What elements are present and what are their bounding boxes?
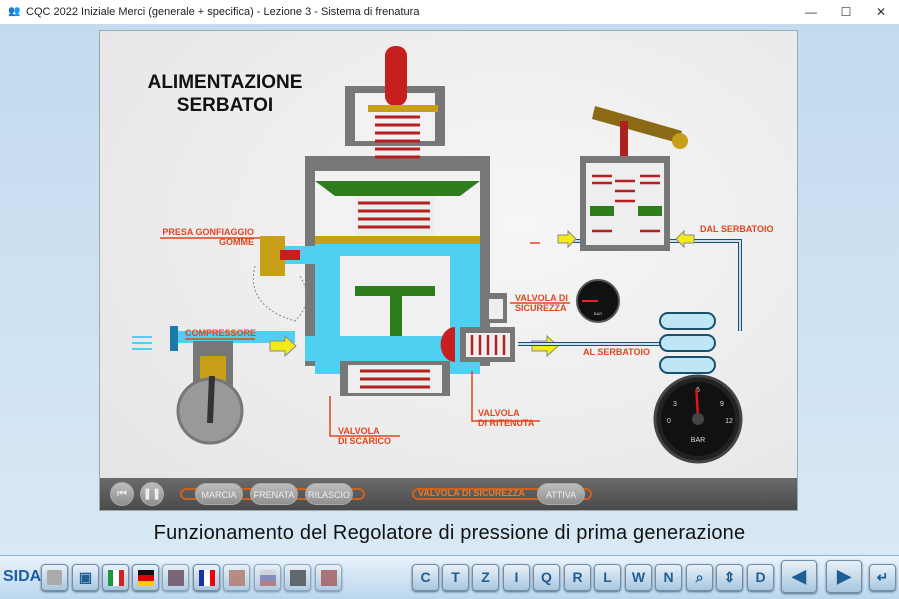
uk-flag-icon — [168, 570, 184, 586]
letter-q-button[interactable]: Q — [533, 564, 560, 591]
germany-flag-icon — [138, 570, 154, 586]
maximize-button[interactable]: ☐ — [840, 5, 852, 19]
label-line: SICUREZZA — [515, 303, 567, 313]
letter-l-button[interactable]: L — [594, 564, 621, 591]
letter-r-button[interactable]: R — [564, 564, 591, 591]
app-icon: 👥 — [8, 6, 21, 17]
heading-line-2: SERBATOI — [176, 95, 274, 116]
china-flag-icon — [321, 570, 337, 586]
regulator-body — [305, 46, 515, 396]
letter-t-button[interactable]: T — [442, 564, 469, 591]
language-german-button[interactable] — [132, 564, 159, 591]
reservoir-pressure-gauge: 0 3 6 9 12 BAR — [653, 374, 743, 464]
letter-i-button[interactable]: I — [503, 564, 530, 591]
label-line: GOMME — [219, 237, 254, 247]
previous-button[interactable]: ◀ — [781, 560, 817, 593]
letter-w-button[interactable]: W — [625, 564, 652, 591]
gauge-tick-label: 0 — [667, 418, 671, 425]
whiteboard-button[interactable] — [41, 564, 68, 591]
window-title: CQC 2022 Iniziale Merci (generale + spec… — [26, 6, 420, 18]
minimize-button[interactable]: — — [805, 5, 817, 19]
close-button[interactable]: ✕ — [875, 5, 887, 19]
language-chinese-button[interactable] — [315, 564, 342, 591]
main-area: ALIMENTAZIONE SERBATOI — [0, 24, 899, 555]
slide-heading: ALIMENTAZIONE SERBATOI — [140, 71, 310, 117]
gauge-tick-label: 9 — [720, 401, 724, 408]
tyre-inflation-valve — [252, 236, 315, 322]
rilascio-button[interactable]: RILASCIO — [305, 483, 353, 505]
air-reservoir — [659, 312, 716, 374]
video-lesson-button[interactable]: ▣ — [72, 564, 99, 591]
search-icon[interactable]: ⌕ — [686, 564, 713, 591]
italy-flag-icon — [108, 570, 124, 586]
russia-flag-icon — [260, 570, 276, 586]
arrow-icon — [557, 229, 577, 249]
compressor — [132, 326, 295, 445]
animation-controls: ⏮ ❚❚ MARCIA FRENATA RILASCIO VALVOLA DI … — [100, 478, 797, 510]
label-line: DI RITENUTA — [478, 418, 535, 428]
letter-c-button[interactable]: C — [412, 564, 439, 591]
spain-flag-icon — [229, 570, 245, 586]
language-arabic-button[interactable] — [284, 564, 311, 591]
gauge-tick-label: 3 — [673, 401, 677, 408]
label-line: PRESA GONFIAGGIO — [162, 227, 254, 237]
presenter-icon: ▣ — [78, 569, 93, 585]
label-line: VALVOLA DI — [515, 293, 568, 303]
pause-button[interactable]: ❚❚ — [140, 482, 164, 506]
exit-icon[interactable]: ↵ — [869, 564, 896, 591]
pressure-regulator-diagram: BAR 0 3 6 9 12 BAR — [132, 46, 743, 464]
bracket-decoration — [412, 488, 592, 500]
frenata-button[interactable]: FRENATA — [250, 483, 298, 505]
language-italian-button[interactable] — [102, 564, 129, 591]
title-bar: 👥 CQC 2022 Iniziale Merci (generale + sp… — [0, 0, 899, 24]
restart-button[interactable]: ⏮ — [110, 482, 134, 506]
safety-valve-gauge: BAR — [576, 279, 620, 323]
attiva-button[interactable]: ATTIVA — [537, 483, 585, 505]
brake-valve — [580, 106, 688, 251]
letter-n-button[interactable]: N — [655, 564, 682, 591]
gauge-tick-label: 6 — [696, 387, 700, 394]
language-russian-button[interactable] — [254, 564, 281, 591]
slide-caption: Funzionamento del Regolatore di pression… — [153, 522, 746, 544]
language-english-button[interactable] — [162, 564, 189, 591]
label-al-serbatoio: AL SERBATOIO — [583, 347, 651, 357]
gauge-tick-label: 12 — [725, 418, 733, 425]
label-line: VALVOLA — [338, 426, 380, 436]
bottom-toolbar: SIDA ▣ C T Z I Q R L W N ⌕ ⇕ D ◀ ▶ ↵ — [0, 555, 899, 599]
label-line: VALVOLA — [478, 408, 520, 418]
letter-z-button[interactable]: Z — [472, 564, 499, 591]
arrow-icon — [675, 229, 695, 249]
gauge-unit: BAR — [691, 437, 705, 444]
marcia-button[interactable]: MARCIA — [195, 483, 243, 505]
label-dal-serbatoio: DAL SERBATOIO — [700, 224, 774, 234]
valvola-sicurezza-label: VALVOLA DI SICUREZZA — [418, 488, 525, 498]
scroll-icon[interactable]: ⇕ — [716, 564, 743, 591]
small-gauge-unit: BAR — [594, 311, 602, 316]
language-spanish-button[interactable] — [223, 564, 250, 591]
language-french-button[interactable] — [193, 564, 220, 591]
next-button[interactable]: ▶ — [826, 560, 862, 593]
crescent-flag-icon — [290, 570, 306, 586]
label-compressore: COMPRESSORE — [185, 328, 257, 338]
adjuster-knob — [385, 46, 407, 106]
heading-line-1: ALIMENTAZIONE — [147, 72, 303, 93]
whiteboard-icon — [47, 570, 62, 585]
france-flag-icon — [199, 570, 215, 586]
label-line: DI SCARICO — [338, 436, 392, 446]
slide-panel: ALIMENTAZIONE SERBATOI — [99, 30, 798, 511]
arrow-icon — [269, 334, 297, 358]
sida-logo: SIDA — [3, 568, 42, 585]
letter-d-button[interactable]: D — [747, 564, 774, 591]
